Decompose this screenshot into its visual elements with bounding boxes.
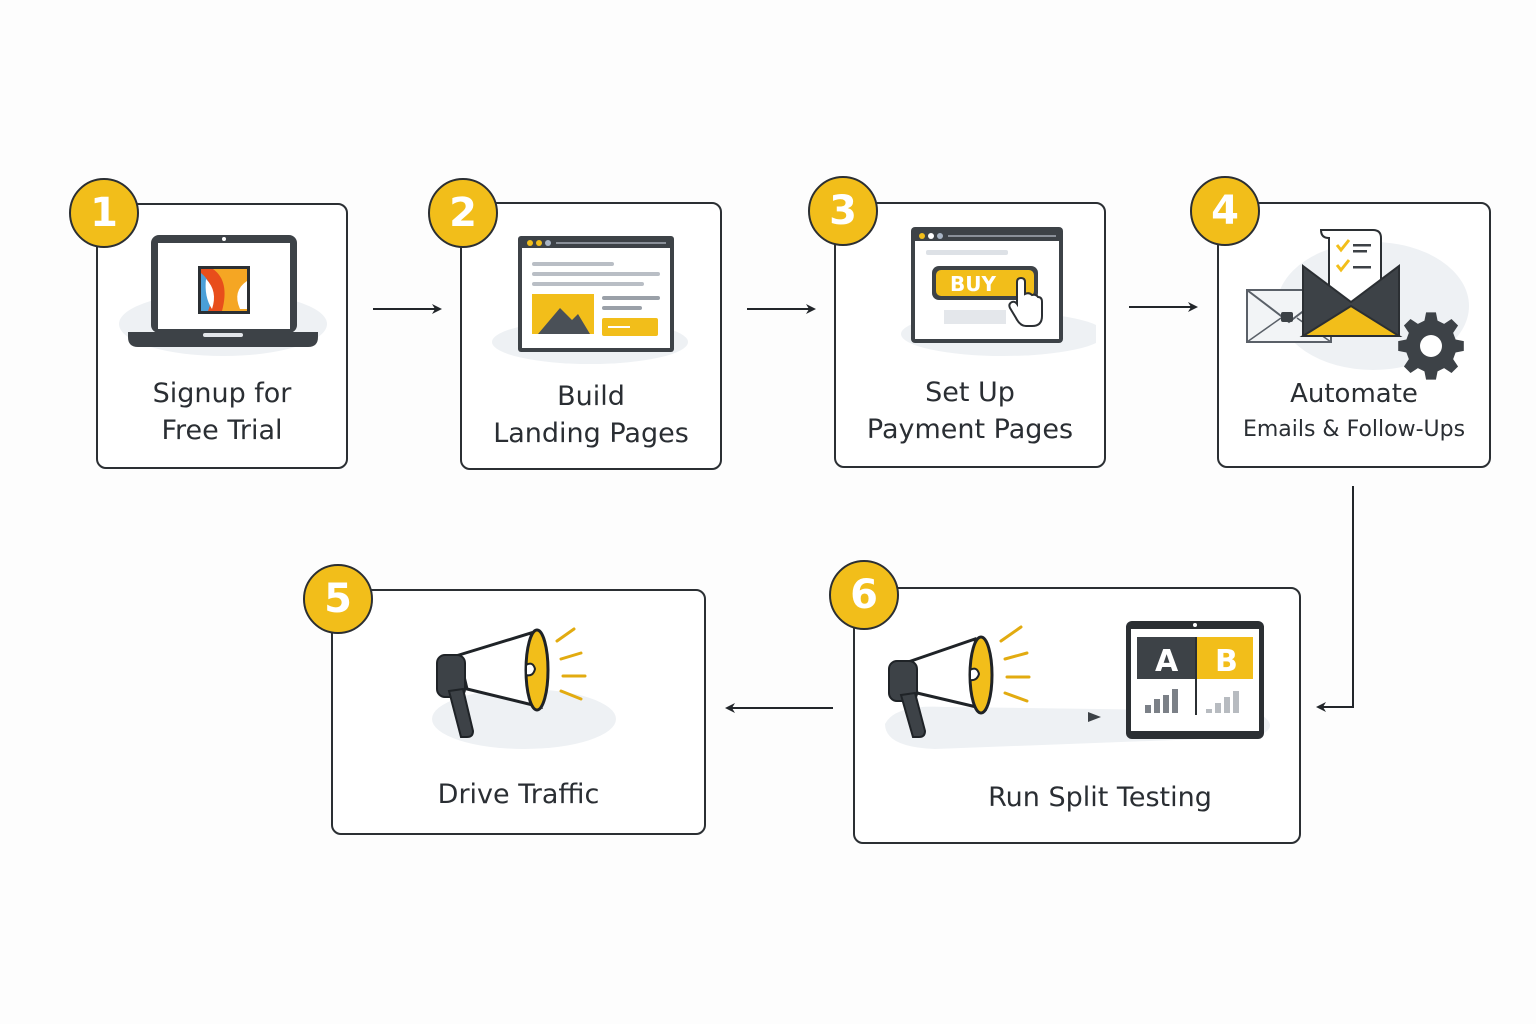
- step-number-badge-1: 1: [69, 178, 139, 248]
- step-number-badge-5: 5: [303, 564, 373, 634]
- app-logo: [198, 266, 250, 314]
- step-title: Drive Traffic: [437, 779, 600, 810]
- step-card-4: Automate Emails & Follow-Ups: [1217, 202, 1491, 468]
- step-title: Run Split Testing: [988, 782, 1212, 813]
- step-title-line-1: Build: [557, 381, 625, 412]
- step-card-6: A B Run Split Testing: [853, 587, 1301, 844]
- gear-icon: [1398, 312, 1464, 380]
- megaphone-icon: [432, 627, 616, 749]
- step-title-line-1: Automate: [1290, 379, 1418, 409]
- step-card-1: Signup for Free Trial: [96, 203, 348, 469]
- step-number-badge-3: 3: [808, 176, 878, 246]
- step-title-line-1: Signup for: [152, 378, 292, 409]
- ab-test-icon: A B: [885, 621, 1270, 749]
- variant-a-label: A: [1155, 644, 1179, 679]
- step-title-line-1: Set Up: [925, 377, 1015, 408]
- step-card-2: Build Landing Pages: [460, 202, 722, 470]
- step-number-badge-4: 4: [1190, 176, 1260, 246]
- ab-test-screen: A B: [1126, 621, 1264, 739]
- email-automation-icon: [1246, 229, 1469, 380]
- step-card-3: BUY Set Up Payment Pages: [834, 202, 1106, 468]
- play-arrow-icon: [1088, 712, 1101, 722]
- megaphone-icon: [888, 625, 1031, 738]
- step-card-5: Drive Traffic: [331, 589, 706, 835]
- arrow-4-to-6: [1316, 486, 1354, 712]
- step-title-line-2: Emails & Follow-Ups: [1242, 417, 1466, 442]
- step-number-badge-2: 2: [428, 178, 498, 248]
- step-title-line-2: Payment Pages: [866, 414, 1074, 445]
- buy-button-text: BUY: [950, 272, 996, 296]
- payment-page-icon: BUY: [901, 227, 1096, 356]
- hand-cursor-icon: [1008, 276, 1043, 327]
- step-title-line-2: Landing Pages: [493, 418, 689, 449]
- bar-chart-a: [1145, 689, 1178, 713]
- variant-b-label: B: [1215, 644, 1238, 679]
- step-title-line-2: Free Trial: [161, 415, 283, 446]
- step-number-badge-6: 6: [829, 560, 899, 630]
- landing-page-icon: [492, 236, 688, 364]
- envelope-open-icon: [1299, 264, 1403, 337]
- laptop-icon: [119, 235, 327, 356]
- bar-chart-b: [1206, 691, 1239, 713]
